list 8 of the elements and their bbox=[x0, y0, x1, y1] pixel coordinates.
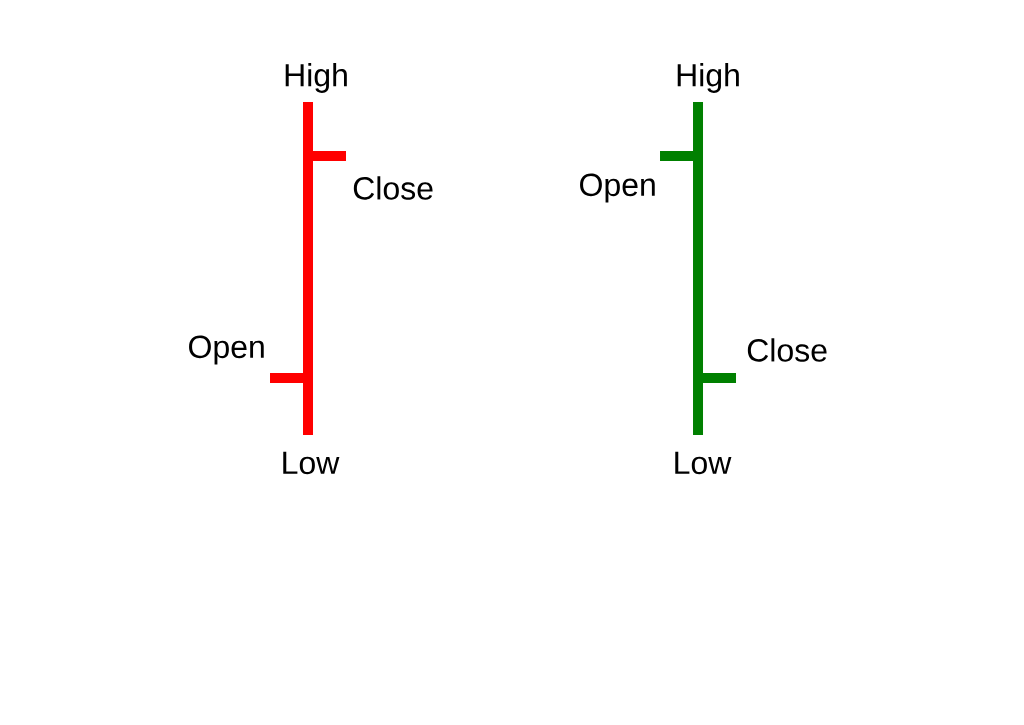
price-label: High bbox=[677, 63, 739, 93]
price-label: Low bbox=[675, 451, 732, 475]
price-label: High bbox=[285, 63, 347, 93]
price-label: Open bbox=[580, 173, 655, 203]
price-label: Open bbox=[189, 335, 264, 365]
price-label: Close bbox=[747, 338, 827, 362]
price-label: Close bbox=[353, 176, 433, 200]
price-label: Low bbox=[283, 451, 340, 475]
